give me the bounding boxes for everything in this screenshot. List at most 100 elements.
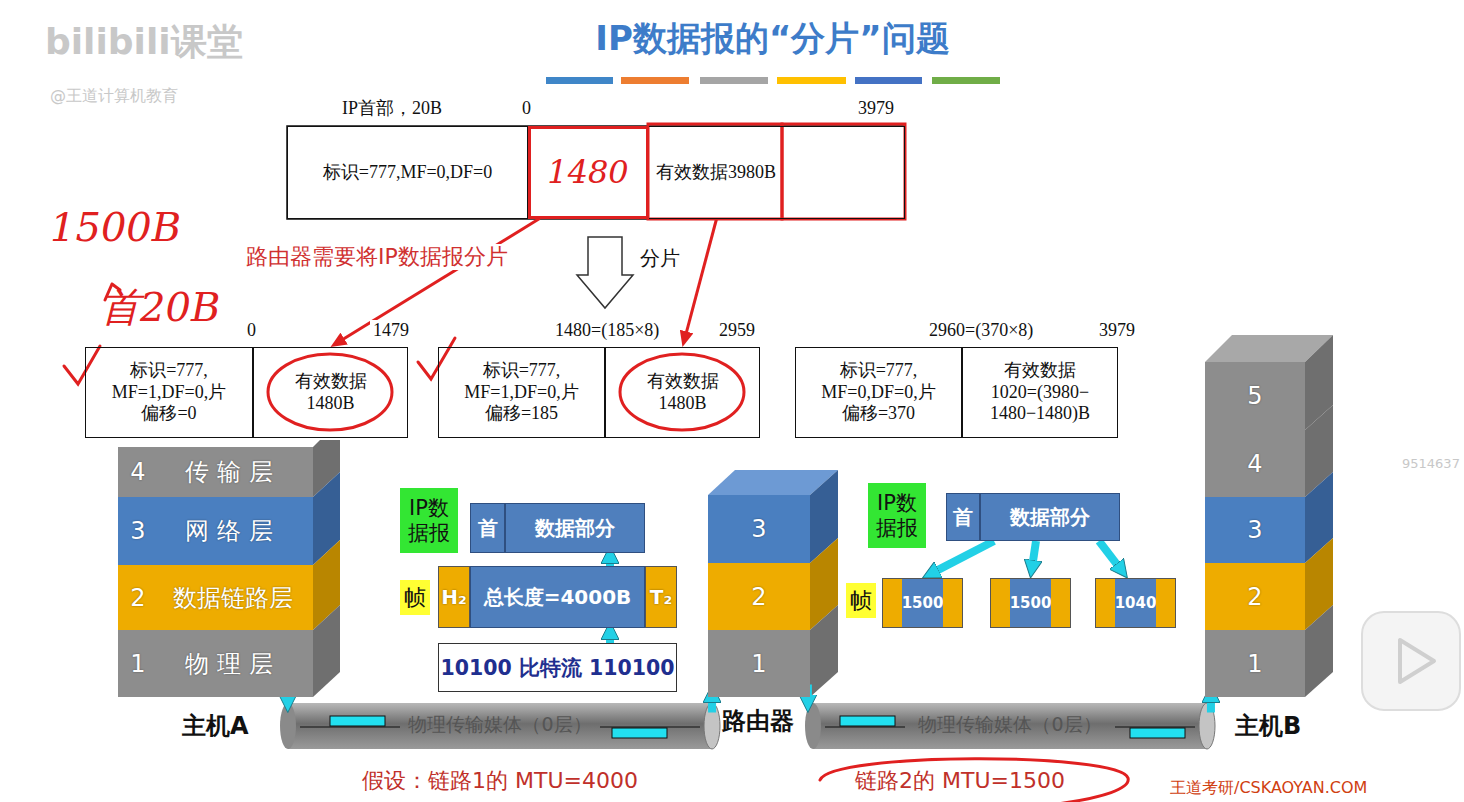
text-label: 路由器 <box>722 707 794 736</box>
text-label: 1500B <box>50 203 181 251</box>
node-text: 1040 <box>1115 594 1157 612</box>
node-text: IP数据报 <box>871 491 923 539</box>
data-cell: 有效数据 1480B <box>605 347 760 438</box>
header-cell: 标识=777, MF=1,DF=0,片 偏移=0 <box>85 347 253 438</box>
datagram-outline <box>287 124 905 219</box>
node-text: 有效数据 1480B <box>258 371 403 414</box>
node-text: 2 <box>124 584 152 612</box>
link-cylinders <box>280 703 1215 749</box>
node-text: 帧 <box>850 586 872 616</box>
datagram-outline <box>648 124 782 219</box>
text-label: 0 <box>522 98 531 120</box>
play-button <box>1362 612 1460 710</box>
host-b-3d-faces <box>1205 335 1333 697</box>
arrow-shaft <box>337 219 539 343</box>
hand-annotations <box>64 346 100 384</box>
play-button <box>1400 640 1434 682</box>
node-text: 1500 <box>902 594 944 612</box>
tag-box: 帧 <box>400 580 430 615</box>
text-label: 9514637 <box>1402 456 1460 472</box>
diagram-title: IP数据报的“分片”问题 <box>545 18 1000 59</box>
text-label: IP首部，20B <box>342 98 442 120</box>
node-text: 1 <box>751 650 766 678</box>
arrow-head <box>807 712 808 713</box>
title-color-bar <box>700 77 768 84</box>
header-cell: 标识=777, MF=0,DF=0,片 偏移=370 <box>795 347 962 438</box>
node-text: 有效数据3980B <box>649 162 783 184</box>
tag-box: 帧 <box>846 583 876 618</box>
node-text: 物理传输媒体（0层） <box>408 712 591 738</box>
title-color-bar <box>546 77 613 84</box>
flow-arrow <box>1099 541 1127 578</box>
node-text: 5 <box>1247 382 1262 410</box>
layer-band: 4传输层 <box>118 447 313 497</box>
hand-annotations <box>268 354 392 430</box>
header-box: 首 <box>470 503 505 553</box>
text-label: 3979 <box>1096 320 1138 342</box>
flow-arrow <box>923 541 995 578</box>
data-cell: 有效数据 1480B <box>253 347 408 438</box>
link-medium: 物理传输媒体（0层） <box>805 700 1215 750</box>
signal-pulses <box>612 728 667 738</box>
host-b-3d-faces <box>1305 605 1333 697</box>
router-3d-faces <box>810 605 838 697</box>
flow-arrow <box>1031 541 1037 578</box>
text-label: 路由器需要将IP数据报分片 <box>243 244 511 270</box>
link-cylinders <box>813 703 1207 749</box>
node-text: H₂ <box>441 585 467 609</box>
arrow-head <box>287 712 288 713</box>
title-color-bar <box>777 77 846 84</box>
hand-annotations <box>820 759 1128 802</box>
hand-annotations <box>620 354 744 430</box>
arrow-shaft <box>708 695 716 713</box>
node-text: 标识=777, MF=1,DF=0,片 偏移=185 <box>443 360 600 425</box>
link-cylinders <box>805 703 821 749</box>
layer-band: 5 <box>1205 362 1305 430</box>
text-label: 假设：链路1的 MTU=4000 <box>362 768 638 794</box>
node-text: 3 <box>124 517 152 545</box>
layer-band: 2数据链路层 <box>118 565 313 630</box>
arrow-shaft <box>1032 541 1036 568</box>
frame-header: H₂ <box>438 566 470 628</box>
signal-pulses <box>825 727 905 728</box>
data-box: 数据部分 <box>980 493 1120 541</box>
arrow-shaft <box>685 219 717 339</box>
text-label: 1480=(185×8) <box>552 320 662 342</box>
node-text: 1 <box>124 650 152 678</box>
link-cylinders <box>288 703 712 749</box>
hand-annotations <box>64 284 1128 802</box>
text-label: 王道考研/CSKAOYAN.COM <box>1170 778 1367 797</box>
title-color-bar <box>546 77 1000 84</box>
layer-band: 1 <box>708 630 810 697</box>
text-label: 3979 <box>858 98 894 120</box>
node-text: 10100 比特流 110100 <box>440 654 674 682</box>
hand-annotations <box>418 338 455 379</box>
header-box: 首 <box>946 493 980 541</box>
text-label: 链路2的 MTU=1500 <box>855 768 1065 794</box>
node-text: 传输层 <box>152 456 313 488</box>
arrow-shaft <box>931 541 994 573</box>
handwritten-box: 1480 <box>528 126 649 219</box>
text-label: 2960=(370×8) <box>926 320 1036 342</box>
node-text: 首 <box>953 504 973 531</box>
node-text: 4 <box>1247 450 1262 478</box>
frame-box: 1500 <box>882 578 963 628</box>
link-cylinders <box>280 703 296 749</box>
layer-band: 3网络层 <box>118 497 313 565</box>
node-text: 有效数据 1480B <box>610 371 755 414</box>
data-box: 数据部分 <box>505 503 645 553</box>
node-text: 物理传输媒体（0层） <box>918 712 1101 738</box>
node-text: 帧 <box>404 583 426 613</box>
text-label: 分片 <box>640 246 680 270</box>
node-text: 数据链路层 <box>152 582 313 614</box>
layer-band: 1物理层 <box>118 630 313 697</box>
host-a-3d-sides <box>313 440 340 697</box>
layer-band: 3 <box>708 495 810 563</box>
tag-box: IP数据报 <box>400 488 458 553</box>
node-text: 网络层 <box>152 515 313 547</box>
node-text: 物理层 <box>152 648 313 680</box>
node-text: 1480 <box>521 153 655 191</box>
title-color-bar <box>932 77 1000 84</box>
node-text: 1 <box>1247 650 1262 678</box>
